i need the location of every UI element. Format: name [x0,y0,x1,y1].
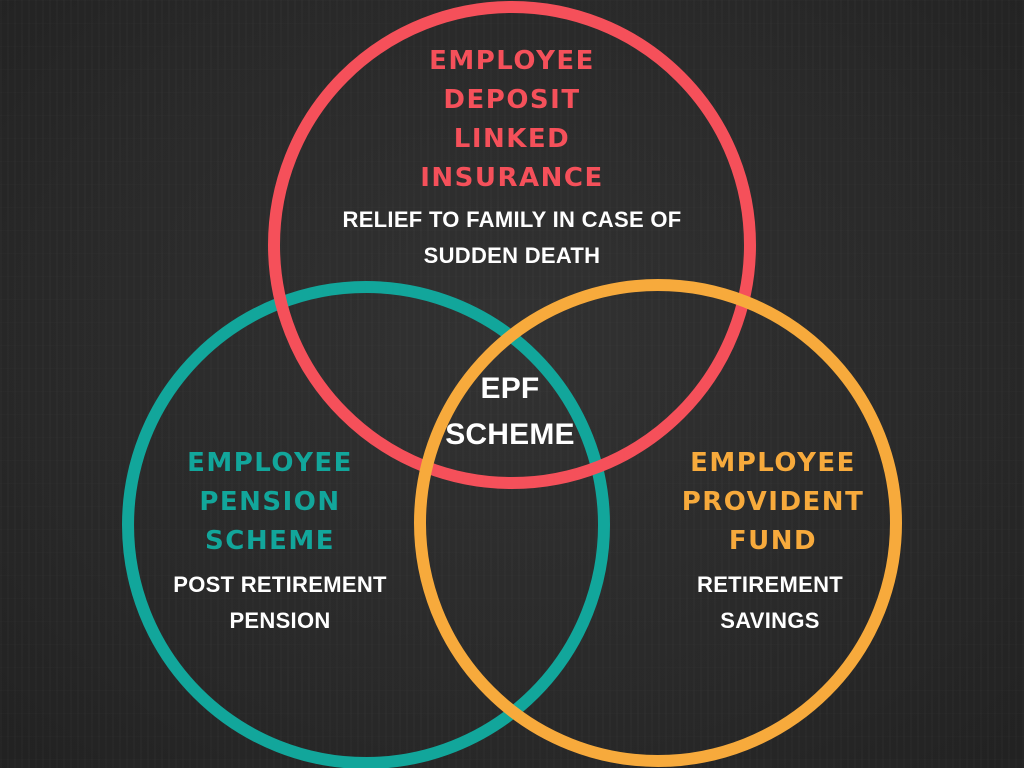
epf-scheme-center-label: EPF SCHEME [445,372,575,451]
provident-fund-circle [414,279,902,767]
provident-fund-title: EMPLOYEE PROVIDENT FUND [681,448,865,556]
deposit-linked-insurance-description: RELIEF TO FAMILY IN CASE OF SUDDEN DEATH [342,207,682,268]
provident-fund-description: RETIREMENT SAVINGS [697,572,843,633]
pension-scheme-description: POST RETIREMENT PENSION [173,572,387,633]
deposit-linked-insurance-circle [268,1,756,489]
deposit-linked-insurance-title: EMPLOYEE DEPOSIT LINKED INSURANCE [420,46,604,193]
pension-scheme-circle [122,281,610,768]
pension-scheme-title: EMPLOYEE PENSION SCHEME [187,448,353,556]
